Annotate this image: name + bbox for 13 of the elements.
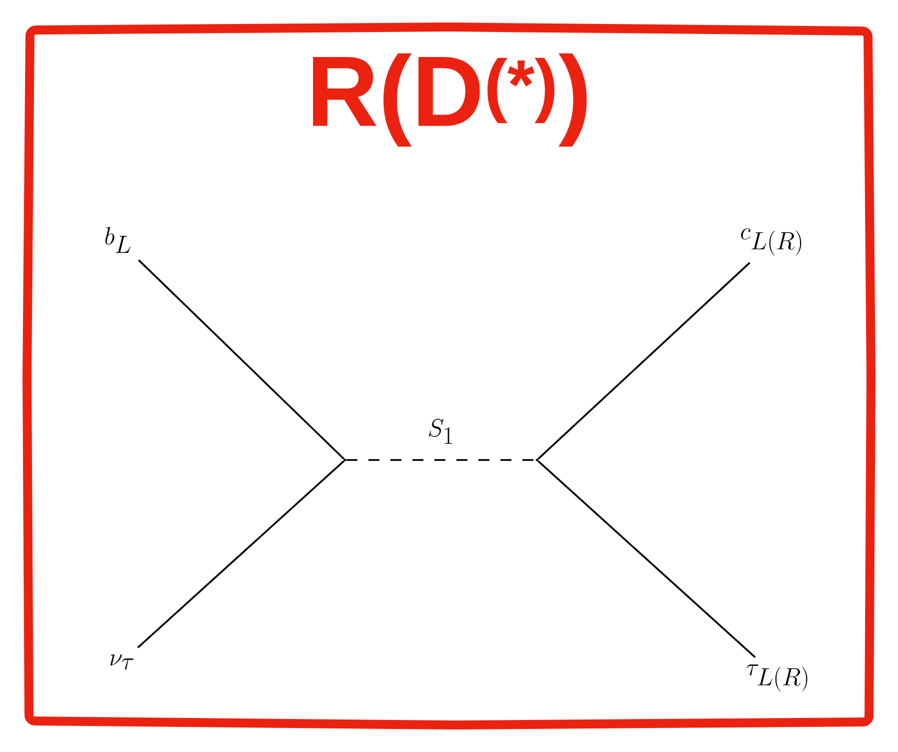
vertex <box>344 458 346 462</box>
particle-label: $\tau_{L(R)}$ <box>746 664 808 692</box>
particle-label: $c_{L(R)}$ <box>741 228 802 256</box>
line <box>137 460 345 648</box>
title: R(D$^{(*)}$) <box>313 53 587 147</box>
particle-label: $b_L$ <box>105 227 130 253</box>
line <box>537 262 750 460</box>
particle-label: $\nu_\tau$ <box>110 654 134 670</box>
vertex <box>536 458 538 462</box>
line <box>138 259 345 460</box>
line <box>537 460 756 658</box>
edge-label: $S_1$ <box>428 418 452 444</box>
dashed-line <box>346 459 536 461</box>
